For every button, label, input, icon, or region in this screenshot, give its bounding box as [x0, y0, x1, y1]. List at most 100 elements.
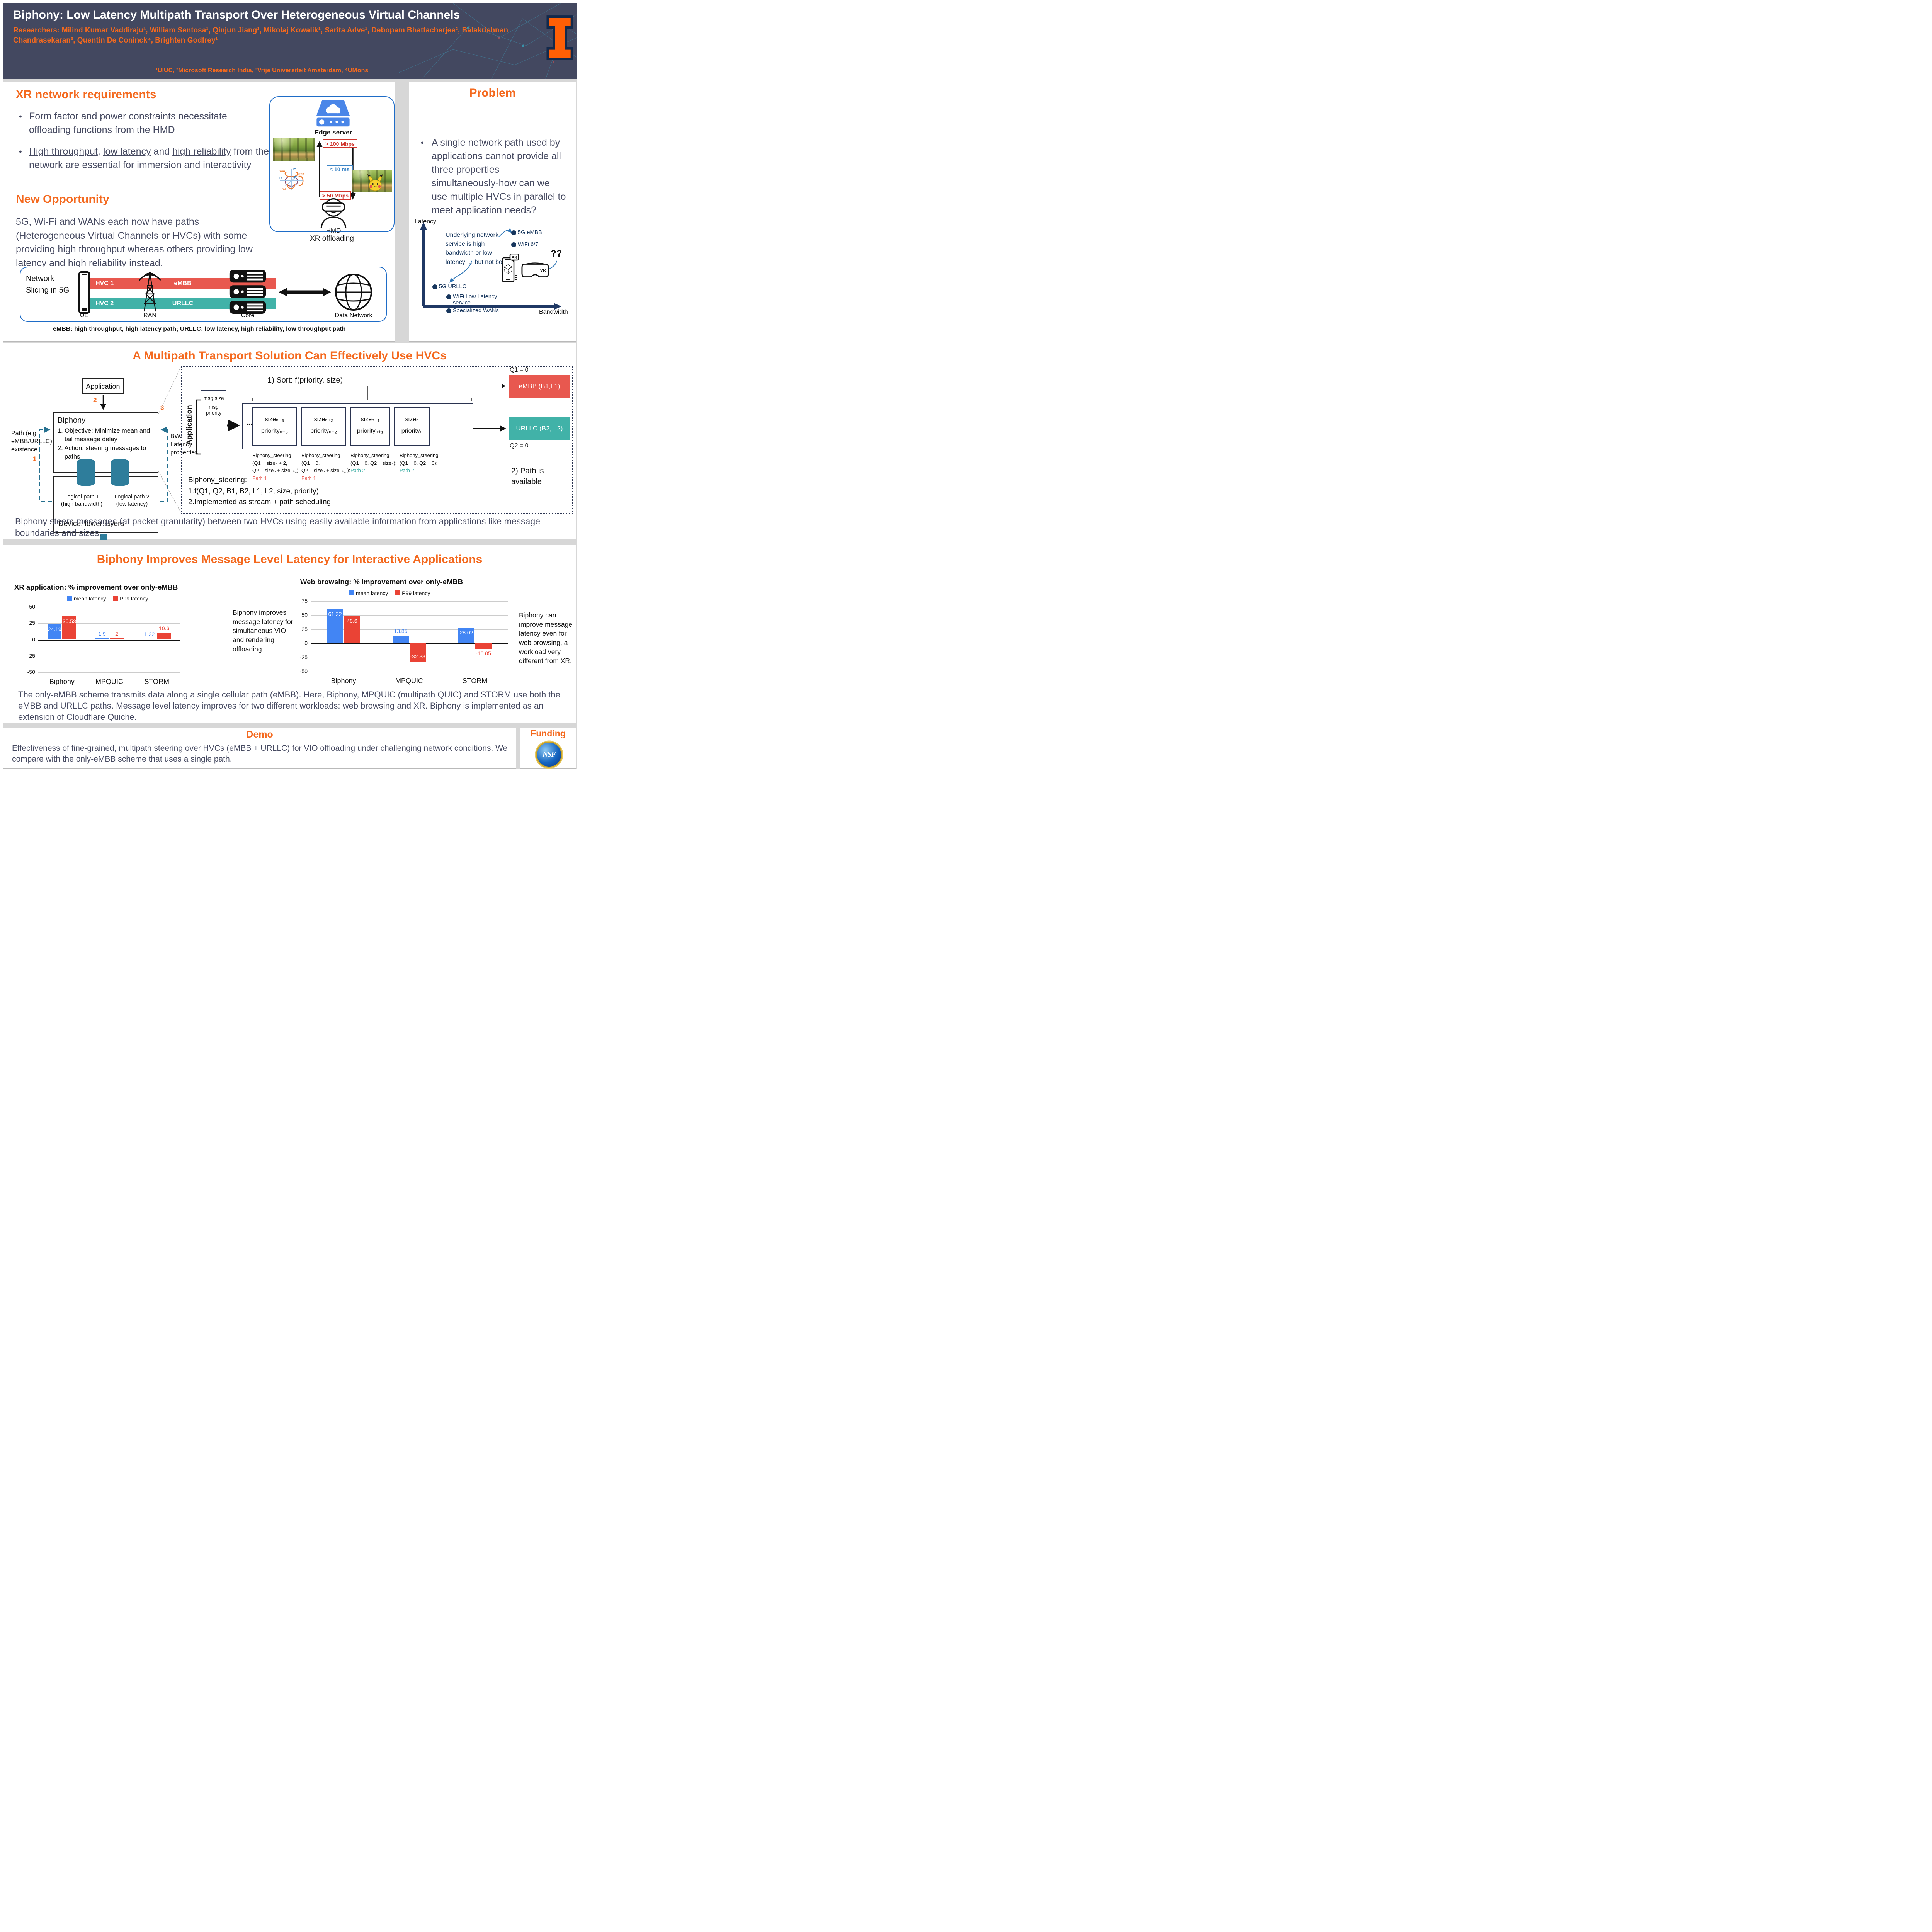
- msg-info-box: msg size msg priority: [201, 390, 226, 420]
- y-tick-label: -25: [27, 652, 35, 659]
- queue-item: sizeₙ₊₃ priorityₙ₊₃: [252, 407, 297, 446]
- text: or: [158, 230, 173, 241]
- hmd-user-icon: [320, 198, 347, 228]
- authors-rest: , William Sentosa¹, Qinjun Jiang¹, Mikol…: [13, 26, 508, 45]
- text: Biphony_steering: [301, 452, 340, 458]
- legend-swatch-p99-latency: [395, 590, 400, 595]
- bar-value-label: 35.53: [62, 618, 76, 625]
- edge-server-icon: [316, 100, 350, 127]
- category-label-MPQUIC: MPQUIC: [395, 677, 423, 685]
- pikachu-figure: [367, 174, 383, 191]
- bar-STORM-P99 latency: [475, 643, 492, 649]
- web-chart-title: Web browsing: % improvement over only-eM…: [300, 578, 463, 586]
- msg-size: sizeₙ: [405, 416, 419, 423]
- category-label-STORM: STORM: [144, 678, 169, 685]
- xr-offloading-caption: XR offloading: [310, 235, 354, 243]
- gizmo-x-label: +X: [279, 177, 282, 180]
- path-2-label: Path 2: [350, 468, 365, 473]
- bar-value-label: 10.6: [159, 625, 170, 631]
- x-axis-zero-line: [311, 643, 508, 645]
- y-tick-label: 50: [301, 612, 308, 618]
- category-label-Biphony: Biphony: [331, 677, 356, 685]
- problem-panel: Problem • A single network path used by …: [409, 82, 576, 342]
- vr-label: VR: [540, 268, 546, 273]
- web-chart-note: Biphony can improve message latency even…: [519, 611, 573, 665]
- problem-heading: Problem: [469, 87, 516, 99]
- category-label-MPQUIC: MPQUIC: [95, 678, 123, 685]
- bar-Biphony-mean latency: [327, 609, 343, 644]
- bar-value-label: 1.9: [98, 631, 106, 637]
- legend-label: mean latency: [356, 590, 388, 596]
- bar-value-label: 13.85: [394, 628, 408, 634]
- slicing-caption: eMBB: high throughput, high latency path…: [53, 326, 346, 332]
- logical-path-1-cylinder: [77, 459, 95, 486]
- bar-MPQUIC-mean latency: [95, 638, 109, 640]
- gizmo-roll-label: roll: [282, 187, 286, 191]
- researchers-label: Researchers:: [13, 26, 60, 34]
- bar-Biphony-P99 latency: [344, 616, 360, 644]
- path-2-label: Path 2: [400, 468, 414, 473]
- device-label: Device: lower layers: [58, 520, 124, 528]
- ran-label: RAN: [143, 312, 156, 319]
- bullet-dot: •: [421, 138, 424, 148]
- network-slicing-diagram: Network Slicing in 5G HVC 1 eMBB HVC 2 U…: [20, 267, 387, 322]
- msg-priority: priorityₙ₊₃: [261, 428, 288, 435]
- latency-badge: < 10 ms: [327, 165, 353, 173]
- y-tick-label: 25: [29, 620, 35, 626]
- affiliations: ¹UIUC, ²Microsoft Research India, ³Vrije…: [155, 67, 369, 74]
- hmd-label: HMD: [326, 227, 341, 234]
- uplink-rate-badge: > 100 Mbps: [323, 139, 357, 148]
- data-network-globe-icon: [335, 274, 372, 311]
- path-available-label: 2) Path is available: [511, 467, 544, 486]
- point-specialized-wans: [446, 308, 451, 313]
- text: Biphony_steering: [252, 452, 291, 458]
- queue-ellipsis: ...: [246, 418, 253, 427]
- xr-offloading-diagram: Edge server yaw pitch roll +X +Y +Z > 10…: [269, 96, 395, 234]
- steering-annotation: Biphony_steering (Q1 = 0, Q2 = sizeₙ + s…: [301, 452, 350, 482]
- poster: Biphony: Low Latency Multipath Transport…: [0, 0, 580, 773]
- gizmo-pitch-label: pitch: [297, 172, 304, 176]
- legend-swatch-p99-latency: [113, 596, 118, 601]
- author-list: Researchers: Milind Kumar Vaddiraju1, Wi…: [13, 26, 533, 46]
- xr-chart-title: XR application: % improvement over only-…: [14, 583, 178, 591]
- problem-annotation: Underlying network service is high bandw…: [446, 232, 508, 265]
- y-tick-label: 25: [301, 626, 308, 632]
- underline-high-throughput: High throughput: [29, 146, 98, 157]
- point-wifi67-label: WiFi 6/7: [518, 242, 539, 248]
- underline-high-reliability: high reliability: [172, 146, 231, 157]
- application-box: Application: [82, 378, 124, 394]
- opportunity-heading: New Opportunity: [16, 193, 109, 206]
- y-tick-label: -50: [27, 669, 35, 675]
- point-5g-embb: [511, 230, 516, 235]
- xr-requirements-panel: XR network requirements • Form factor an…: [3, 82, 395, 342]
- ran-tower-icon: [139, 271, 161, 312]
- msg-priority: priorityₙ₊₂: [310, 428, 337, 435]
- text: ) with some providing high throughput wh…: [16, 230, 253, 269]
- text: Logical path 2: [114, 494, 150, 500]
- msg-size: sizeₙ₊₃: [265, 416, 284, 423]
- text: Biphony_steering: [350, 452, 389, 458]
- steering-detail-diagram: Application msg size msg priority 1) Sor…: [181, 366, 573, 514]
- legend-label: mean latency: [74, 595, 106, 602]
- opportunity-paragraph: 5G, Wi-Fi and WANs each now have paths (…: [16, 215, 266, 270]
- steering-annotation: Biphony_steering (Q1 = sizeₙ + 2, Q2 = s…: [252, 452, 300, 482]
- ar-label: AR: [512, 255, 517, 260]
- bar-MPQUIC-mean latency: [393, 636, 409, 644]
- results-heading: Biphony Improves Message Level Latency f…: [97, 553, 483, 566]
- slicing-label: Network Slicing in 5G: [26, 274, 70, 294]
- solution-connectors: [39, 367, 181, 540]
- embb-band-label: eMBB: [174, 280, 192, 287]
- legend-label: P99 latency: [402, 590, 430, 596]
- text: (high bandwidth): [61, 501, 103, 507]
- embb-path-box: eMBB (B1,L1): [509, 375, 570, 398]
- y-tick-label: 0: [32, 636, 35, 643]
- point-5g-embb-label: 5G eMBB: [518, 230, 542, 236]
- path-1-label: Path 1: [301, 475, 316, 481]
- steering-annotation: Biphony_steering (Q1 = 0, Q2 = sizeₙ): P…: [350, 452, 396, 474]
- steering-annotation: Biphony_steering (Q1 = 0, Q2 = 0): Path …: [400, 452, 438, 474]
- core-to-datanetwork-arrow: [279, 288, 331, 296]
- text: service: [453, 300, 471, 306]
- hvc1-label: HVC 1: [95, 280, 114, 287]
